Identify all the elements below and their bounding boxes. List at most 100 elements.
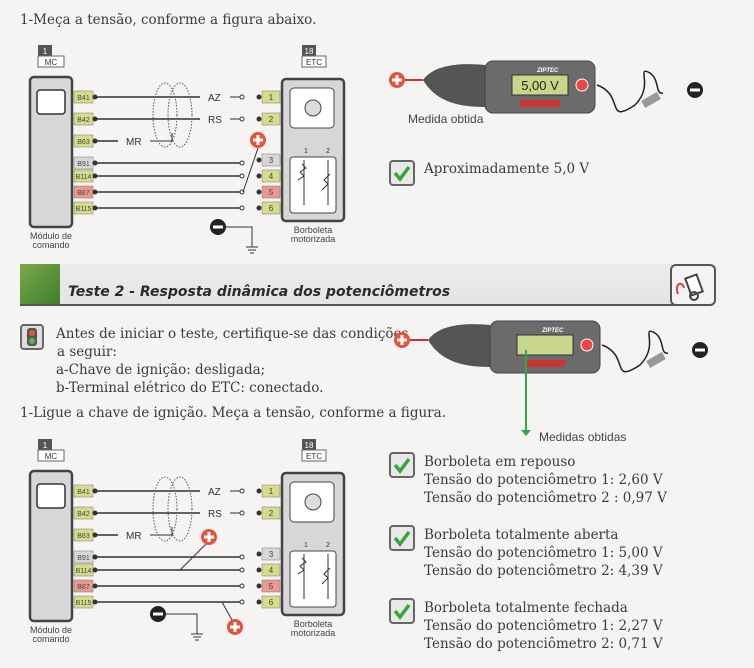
terminal — [239, 554, 245, 560]
etc-label-box — [301, 55, 327, 68]
pot-label: 2 — [326, 542, 330, 549]
terminal — [239, 116, 245, 122]
potentiometer-box — [289, 550, 337, 608]
shield-icon — [152, 82, 178, 148]
section-title: Teste 2 - Resposta dinâmica dos potenciô… — [68, 284, 451, 300]
condition-line: a seguir: — [57, 344, 117, 360]
meter-brand: ZIPTEC — [541, 328, 564, 334]
terminal — [239, 205, 245, 211]
result-line: Tensão do potenciômetro 1: 2,27 V — [424, 618, 663, 634]
probe-wire — [221, 601, 233, 621]
pot-label: 1 — [304, 148, 308, 155]
motor-rotor — [304, 493, 322, 511]
pin-connector — [256, 510, 262, 516]
mc-pin-label: B87 — [77, 190, 90, 197]
result-block: Borboleta totalmente aberta Tensão do po… — [424, 526, 663, 580]
meter-badge — [520, 100, 560, 107]
resistor-icon — [297, 160, 331, 205]
check-icon — [389, 598, 415, 624]
etc-pin — [261, 484, 281, 498]
step1-instruction: 1-Meça a tensão, conforme a figura abaix… — [20, 12, 317, 28]
etc-pin-label: 4 — [269, 172, 274, 181]
wire-label: MR — [126, 137, 142, 148]
mc-pin-label: B41 — [77, 489, 90, 496]
pin-connector — [256, 551, 262, 557]
mc-label: MC — [45, 58, 58, 67]
mc-pin-label: B42 — [77, 117, 90, 124]
etc-pin-label: 4 — [269, 566, 274, 575]
pin-connector — [256, 173, 262, 179]
etc-pin-label: 5 — [269, 188, 274, 197]
mc-caption: comando — [32, 634, 69, 644]
terminal — [239, 488, 245, 494]
result-line: Tensão do potenciômetro 2: 4,39 V — [424, 563, 663, 579]
plus-icon-bar — [256, 135, 260, 145]
mc-caption: Módulo de — [30, 231, 72, 241]
meter-reading: 5,00 V — [521, 78, 559, 93]
etc-number: 18 — [305, 441, 314, 450]
probe-wire — [179, 543, 207, 571]
etc-number-box — [302, 439, 316, 450]
measure-arrow — [525, 350, 527, 432]
condition-line: Antes de iniciar o teste, certifique-se … — [56, 326, 409, 342]
meter-badge — [525, 360, 565, 367]
etc-pin-label: 1 — [269, 487, 274, 496]
etc-caption: motorizada — [291, 234, 336, 244]
etc-pin-label: 6 — [269, 598, 274, 607]
wire-label: RS — [208, 115, 222, 126]
probe-wire — [242, 147, 259, 193]
traffic-light-icon — [20, 324, 44, 350]
mc-pin-label: B114 — [76, 174, 92, 181]
pot-label: 1 — [304, 542, 308, 549]
pot-label: 2 — [326, 148, 330, 155]
mc-pin-label: B114 — [76, 568, 92, 575]
arrow-head — [521, 430, 531, 436]
shield-icon — [167, 82, 193, 148]
etc-pin-label: 3 — [269, 550, 274, 559]
shield-icon — [167, 476, 193, 542]
mc-caption: comando — [32, 240, 69, 250]
check-icon — [389, 160, 415, 186]
plus-icon-bar — [395, 75, 399, 85]
meter-grip — [423, 64, 485, 107]
mc-pin-label: B115 — [76, 600, 92, 607]
pin-connector — [256, 157, 262, 163]
etc-pin-label: 2 — [269, 115, 274, 124]
etc-pin-label: 6 — [269, 204, 274, 213]
minus-icon-bar — [153, 612, 163, 616]
check-icon — [389, 525, 415, 551]
mc-pin-label: B115 — [76, 206, 92, 213]
etc-pin — [261, 506, 281, 520]
pin-connector — [256, 205, 262, 211]
etc-pin — [261, 90, 281, 104]
etc-pin — [261, 595, 281, 609]
ground-probe — [641, 92, 661, 108]
mc-pin-label: B91 — [77, 161, 90, 168]
result-line: Tensão do potenciômetro 2 : 0,97 V — [424, 490, 667, 506]
result-line: Tensão do potenciômetro 1: 2,60 V — [424, 472, 663, 488]
meter-cable — [601, 330, 669, 373]
result-title: Borboleta totalmente fechada — [424, 600, 628, 616]
resistor-icon — [297, 554, 331, 599]
conditions: Antes de iniciar o teste, certifique-se … — [56, 325, 408, 397]
shield-icon — [152, 476, 178, 542]
multimeter-2: ZIPTEC — [394, 320, 708, 374]
pin-connector — [256, 583, 262, 589]
ground-probe — [646, 352, 666, 368]
pin-connector — [256, 94, 262, 100]
tool-icon — [670, 264, 716, 306]
mc-pin-label: B63 — [77, 139, 90, 146]
plus-icon-bar — [233, 622, 237, 632]
etc-pin — [261, 169, 281, 183]
etc-label: ETC — [306, 452, 322, 461]
etc-caption: motorizada — [291, 628, 336, 638]
mc-label-box — [37, 55, 65, 68]
mc-number-box — [38, 45, 52, 56]
etc-pin — [261, 153, 281, 167]
terminal — [239, 173, 245, 179]
wire-label: RS — [208, 509, 222, 520]
check-icon — [389, 452, 415, 478]
ground-icon — [158, 613, 203, 641]
